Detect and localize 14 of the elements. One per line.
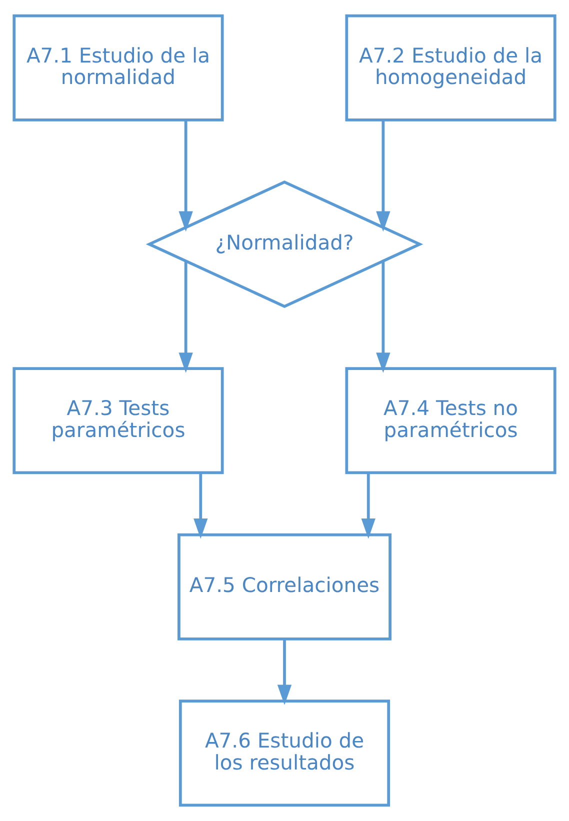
node-diamond: ¿Normalidad? — [146, 180, 424, 308]
node-box: A7.1 Estudio de la normalidad — [12, 14, 224, 122]
arrow — [178, 120, 193, 232]
node-box: A7.4 Tests no paramétricos — [345, 367, 556, 474]
arrow — [361, 472, 376, 539]
arrow — [194, 472, 208, 539]
arrow — [277, 639, 292, 705]
node-box: A7.6 Estudio de los resultados — [178, 700, 390, 807]
node-box: A7.5 Correlaciones — [178, 533, 392, 640]
arrow — [178, 261, 193, 373]
arrow — [376, 120, 390, 232]
node-box: A7.3 Tests paramétricos — [12, 367, 224, 474]
arrow — [376, 261, 390, 373]
node-box: A7.2 Estudio de la homogeneidad — [345, 14, 556, 122]
